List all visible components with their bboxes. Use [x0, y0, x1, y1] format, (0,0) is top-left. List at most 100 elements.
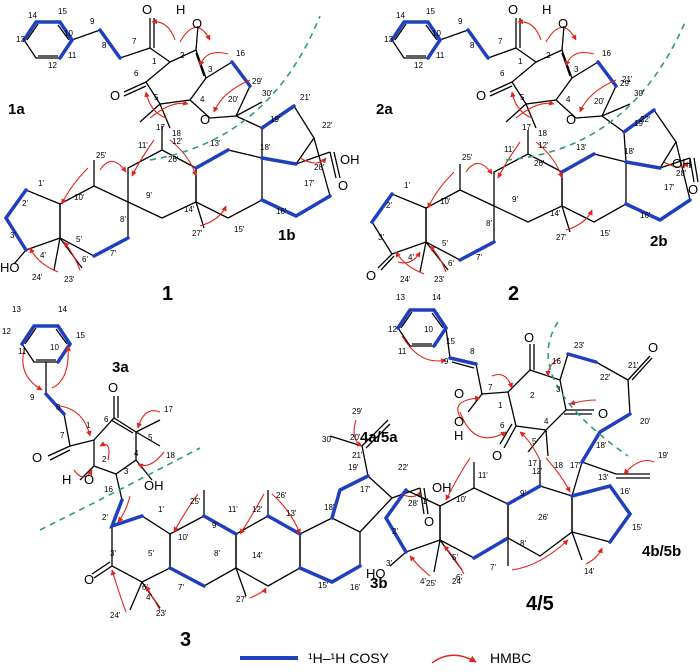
heteroatom-labels-3: O O H O OH O OH O: [32, 380, 452, 587]
atom-number-label: 1: [152, 57, 157, 66]
atom-number-label: 16: [552, 357, 561, 366]
atom-number-label: 13: [384, 35, 393, 44]
legend: ¹H–¹H COSY HMBC: [240, 650, 531, 666]
atom-number-label: 30': [262, 89, 273, 98]
atom-number-label: 11: [436, 51, 445, 60]
atom-number-label: 4': [146, 593, 152, 602]
atom-number-label: 13': [286, 509, 297, 518]
atom-number-label: 17: [156, 123, 165, 132]
atom-number-label: 18': [624, 147, 635, 156]
atom-number-label: 4: [200, 95, 205, 104]
het-label: O: [566, 112, 576, 127]
atom-number-label: 25': [462, 153, 473, 162]
atom-number-label: 17: [522, 123, 531, 132]
atom-number-label: 7: [60, 431, 65, 440]
atom-number-label: 3': [10, 231, 16, 240]
atom-number-label: 7: [488, 383, 493, 392]
atom-number-label: 1': [404, 181, 410, 190]
atom-number-label: 19': [270, 115, 281, 124]
compound-number: 4/5: [526, 593, 554, 615]
atom-number-label: 4: [566, 95, 571, 104]
atom-number-label: 9: [444, 357, 449, 366]
atom-number-label: 6: [134, 69, 139, 78]
fragment-label: 3b: [370, 575, 388, 592]
atom-number-label: 5': [148, 549, 154, 558]
atom-number-label: 8': [120, 215, 126, 224]
atom-number-label: 3': [386, 559, 392, 568]
compound-4-5: O O O O O O H HO 4a/5a 4b/5b 4/5 1234567…: [360, 293, 681, 615]
cosy-legend-label: ¹H–¹H COSY: [308, 650, 390, 666]
het-label: OH: [672, 156, 692, 171]
hmbc-arrows-4-5: [401, 335, 655, 577]
atom-number-label: 5: [154, 93, 159, 102]
atom-number-label: 5': [442, 239, 448, 248]
het-label: O: [84, 472, 94, 487]
atom-number-label: 6': [456, 573, 462, 582]
atom-number-label: 8: [56, 403, 61, 412]
atom-number-label: 6: [500, 69, 505, 78]
structure-4-5: [385, 309, 653, 573]
atom-number-label: 23': [156, 609, 167, 618]
atom-number-label: 17': [570, 461, 581, 470]
het-label: H: [176, 2, 185, 17]
atom-number-label: 13: [396, 293, 405, 302]
atom-number-label: 21': [352, 451, 363, 460]
compound-1: O H O O O OH O HO 1a 1b 1 12345678910111…: [0, 2, 360, 305]
atom-number-label: 13': [598, 473, 609, 482]
atom-number-label: 1: [518, 57, 523, 66]
het-label: HO: [0, 260, 20, 275]
atom-number-label: 15': [600, 229, 611, 238]
atom-number-label: 23': [574, 341, 585, 350]
atom-number-label: 10': [74, 193, 85, 202]
het-label: OH: [340, 152, 360, 167]
atom-number-label: 9: [30, 393, 35, 402]
atom-number-label: 8: [102, 41, 107, 50]
atom-number-label: 29': [620, 79, 631, 88]
het-label: H: [542, 2, 551, 17]
atom-number-label: 10': [178, 533, 189, 542]
atom-number-label: 8': [520, 539, 526, 548]
atom-number-label: 7': [490, 563, 496, 572]
het-label: O: [192, 16, 202, 31]
atom-number-label: 11': [478, 471, 488, 480]
atom-number-label: 12': [252, 505, 263, 514]
atom-number-label: 1': [422, 497, 428, 506]
atom-number-label: 24': [110, 611, 121, 620]
heteroatom-labels-2: O H O O O OH O O: [366, 2, 698, 283]
atom-number-label: 3: [208, 65, 213, 74]
atom-number-label: 28': [408, 499, 419, 508]
atom-number-label: 2': [102, 513, 108, 522]
atom-number-label: 11: [18, 347, 27, 356]
fragment-label: 2b: [650, 233, 668, 250]
compound-number: 2: [508, 283, 519, 305]
atom-number-label: 14: [396, 11, 405, 20]
atom-number-label: 20': [228, 95, 239, 104]
atom-number-label: 26': [276, 491, 287, 500]
atom-number-label: 9: [458, 17, 463, 26]
fragment-label: 1a: [8, 101, 25, 118]
het-label: O: [454, 386, 464, 401]
atom-number-label: 2: [546, 51, 551, 60]
atom-number-label: 18: [554, 461, 563, 470]
atom-number-label: 16': [640, 211, 651, 220]
atom-number-label: 3: [124, 467, 129, 476]
atom-number-label: 9': [146, 191, 152, 200]
atom-number-label: 17: [528, 459, 537, 468]
het-label: O: [110, 88, 120, 103]
atom-number-label: 20': [640, 417, 651, 426]
atom-number-label: 6: [104, 415, 109, 424]
atom-number-label: 30': [634, 89, 645, 98]
atom-number-label: 16': [350, 583, 361, 592]
atom-number-label: 2': [392, 527, 398, 536]
atom-number-label: 15': [632, 523, 643, 532]
atom-number-label: 11': [228, 505, 238, 514]
atom-number-label: 7: [498, 37, 503, 46]
hmbc-legend-label: HMBC: [490, 650, 531, 666]
fragment-label: 4b/5b: [642, 543, 681, 560]
atom-number-label: 13: [12, 305, 21, 314]
compound-2: O H O O O OH O O 2a 2b 2 123456789101112…: [366, 2, 699, 305]
atom-number-label: 16: [104, 485, 113, 494]
atom-number-label: 10: [64, 29, 73, 38]
